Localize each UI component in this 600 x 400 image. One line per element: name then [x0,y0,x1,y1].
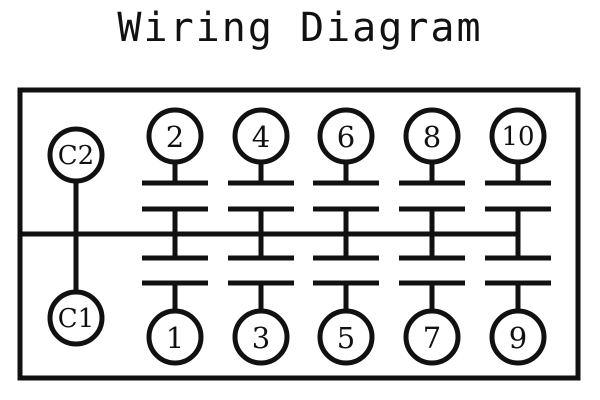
terminal-circle-3[interactable] [232,308,290,366]
page-title: Wiring Diagram [117,5,483,51]
terminal-label-5: 5 [337,321,355,355]
contact-column-8-7: 8 7 [399,107,465,366]
terminal-label-4: 4 [252,120,270,154]
terminal-label-7: 7 [423,321,441,355]
coil-column: C2 C1 [47,126,105,347]
terminal-circle-c1[interactable] [47,289,105,347]
terminal-label-3: 3 [252,321,270,355]
contact-column-10-9: 10 9 [485,107,551,366]
terminal-label-9: 9 [509,321,527,355]
terminal-circle-5[interactable] [317,308,375,366]
terminal-circle-9[interactable] [489,308,547,366]
terminal-circle-4[interactable] [232,107,290,165]
terminal-circle-2[interactable] [146,107,204,165]
terminal-label-1: 1 [166,321,184,355]
terminal-circle-10[interactable] [489,107,547,165]
terminal-label-8: 8 [423,120,441,154]
terminal-label-c1: C1 [58,304,94,334]
terminal-label-10: 10 [501,122,534,152]
terminal-circle-c2[interactable] [47,126,105,184]
terminal-label-6: 6 [337,120,355,154]
terminal-label-2: 2 [166,120,184,154]
terminal-circle-8[interactable] [403,107,461,165]
terminal-circle-7[interactable] [403,308,461,366]
contact-column-2-1: 2 1 [142,107,208,366]
contact-column-6-5: 6 5 [313,107,379,366]
contact-column-4-3: 4 3 [228,107,294,366]
terminal-circle-6[interactable] [317,107,375,165]
terminal-circle-1[interactable] [146,308,204,366]
terminal-label-c2: C2 [58,141,94,171]
